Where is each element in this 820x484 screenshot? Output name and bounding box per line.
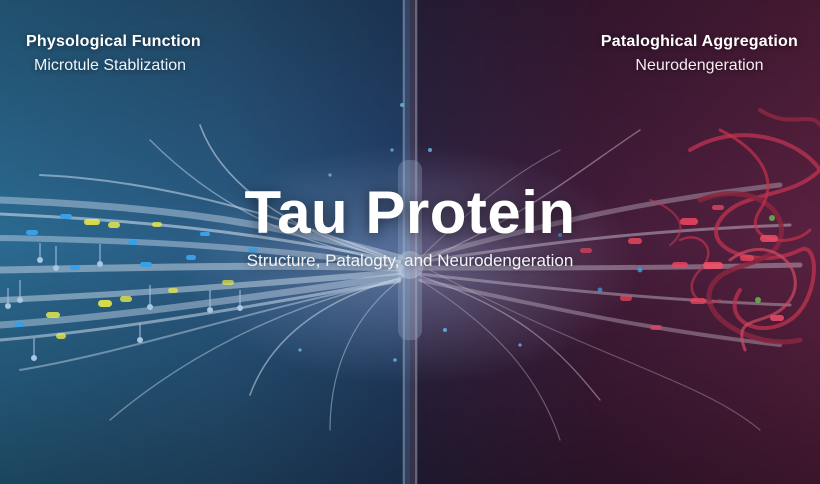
hanging-tau-droplets xyxy=(5,243,243,361)
central-axon xyxy=(396,0,424,484)
right-panel-caption: Pataloghical Aggregation Neurodengeratio… xyxy=(601,33,798,75)
hero-subtitle: Structure, Patalogty, and Neurodengerati… xyxy=(246,251,574,270)
floating-particles xyxy=(298,103,522,362)
center-glow xyxy=(180,145,640,385)
hero-title: Tau Protein xyxy=(244,179,576,246)
aggregated-tau-markers xyxy=(558,205,784,330)
left-panel-title: Physological Function xyxy=(26,33,201,50)
neurofibrillary-tangle xyxy=(649,108,820,352)
right-panel-subtitle: Neurodengeration xyxy=(635,57,764,74)
healthy-tau-markers xyxy=(14,214,258,339)
left-panel-subtitle: Microtule Stablization xyxy=(34,57,187,74)
right-panel-title: Pataloghical Aggregation xyxy=(600,33,798,50)
left-panel-caption: Physological Function Microtule Stabliza… xyxy=(26,33,201,75)
microtubule-bundle-left xyxy=(0,124,404,431)
